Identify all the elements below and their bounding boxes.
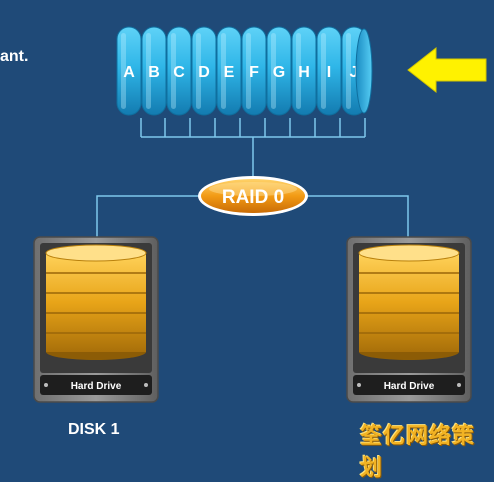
stripe-segment-g: G [266, 26, 292, 116]
stripe-letter: I [327, 64, 331, 81]
raid-connector [96, 195, 409, 237]
drive-label: Hard Drive [384, 381, 435, 392]
stripe-segment-h: H [291, 26, 317, 116]
stripe-letter: A [123, 64, 135, 81]
arrow-left-icon [407, 46, 487, 94]
stripe-letter: F [249, 64, 259, 81]
stripe-letter: D [198, 64, 210, 81]
side-text-fragment: ant. [0, 48, 29, 65]
stripe-letter: B [148, 64, 160, 81]
stripe-segment-a: A [116, 26, 142, 116]
drive-label: Hard Drive [71, 381, 122, 392]
stripe-letter: E [224, 64, 235, 81]
stripe-segment-b: B [141, 26, 167, 116]
hard-drive-2: Hard Drive [346, 236, 472, 403]
watermark-text: 筌亿网络策划 [360, 424, 476, 481]
stripe-letter: C [173, 64, 185, 81]
stripe-letter: H [298, 64, 310, 81]
stripe-segment-d: D [191, 26, 217, 116]
stripe-end-cap [355, 28, 373, 114]
stripe-segment-c: C [166, 26, 192, 116]
stripe-segment-e: E [216, 26, 242, 116]
stripe-segment-i: I [316, 26, 342, 116]
hard-drive-1: Hard Drive [33, 236, 159, 403]
stripe-segment-f: F [241, 26, 267, 116]
stripe-letter: J [350, 64, 359, 81]
disk-1-caption: DISK 1 [68, 421, 120, 438]
platter-stack [358, 244, 460, 360]
raid-badge: RAID 0 [198, 176, 308, 216]
raid-label: RAID 0 [222, 187, 284, 208]
stripe-letter: G [273, 64, 285, 81]
platter-stack [45, 244, 147, 360]
stripe-connector [140, 118, 366, 178]
